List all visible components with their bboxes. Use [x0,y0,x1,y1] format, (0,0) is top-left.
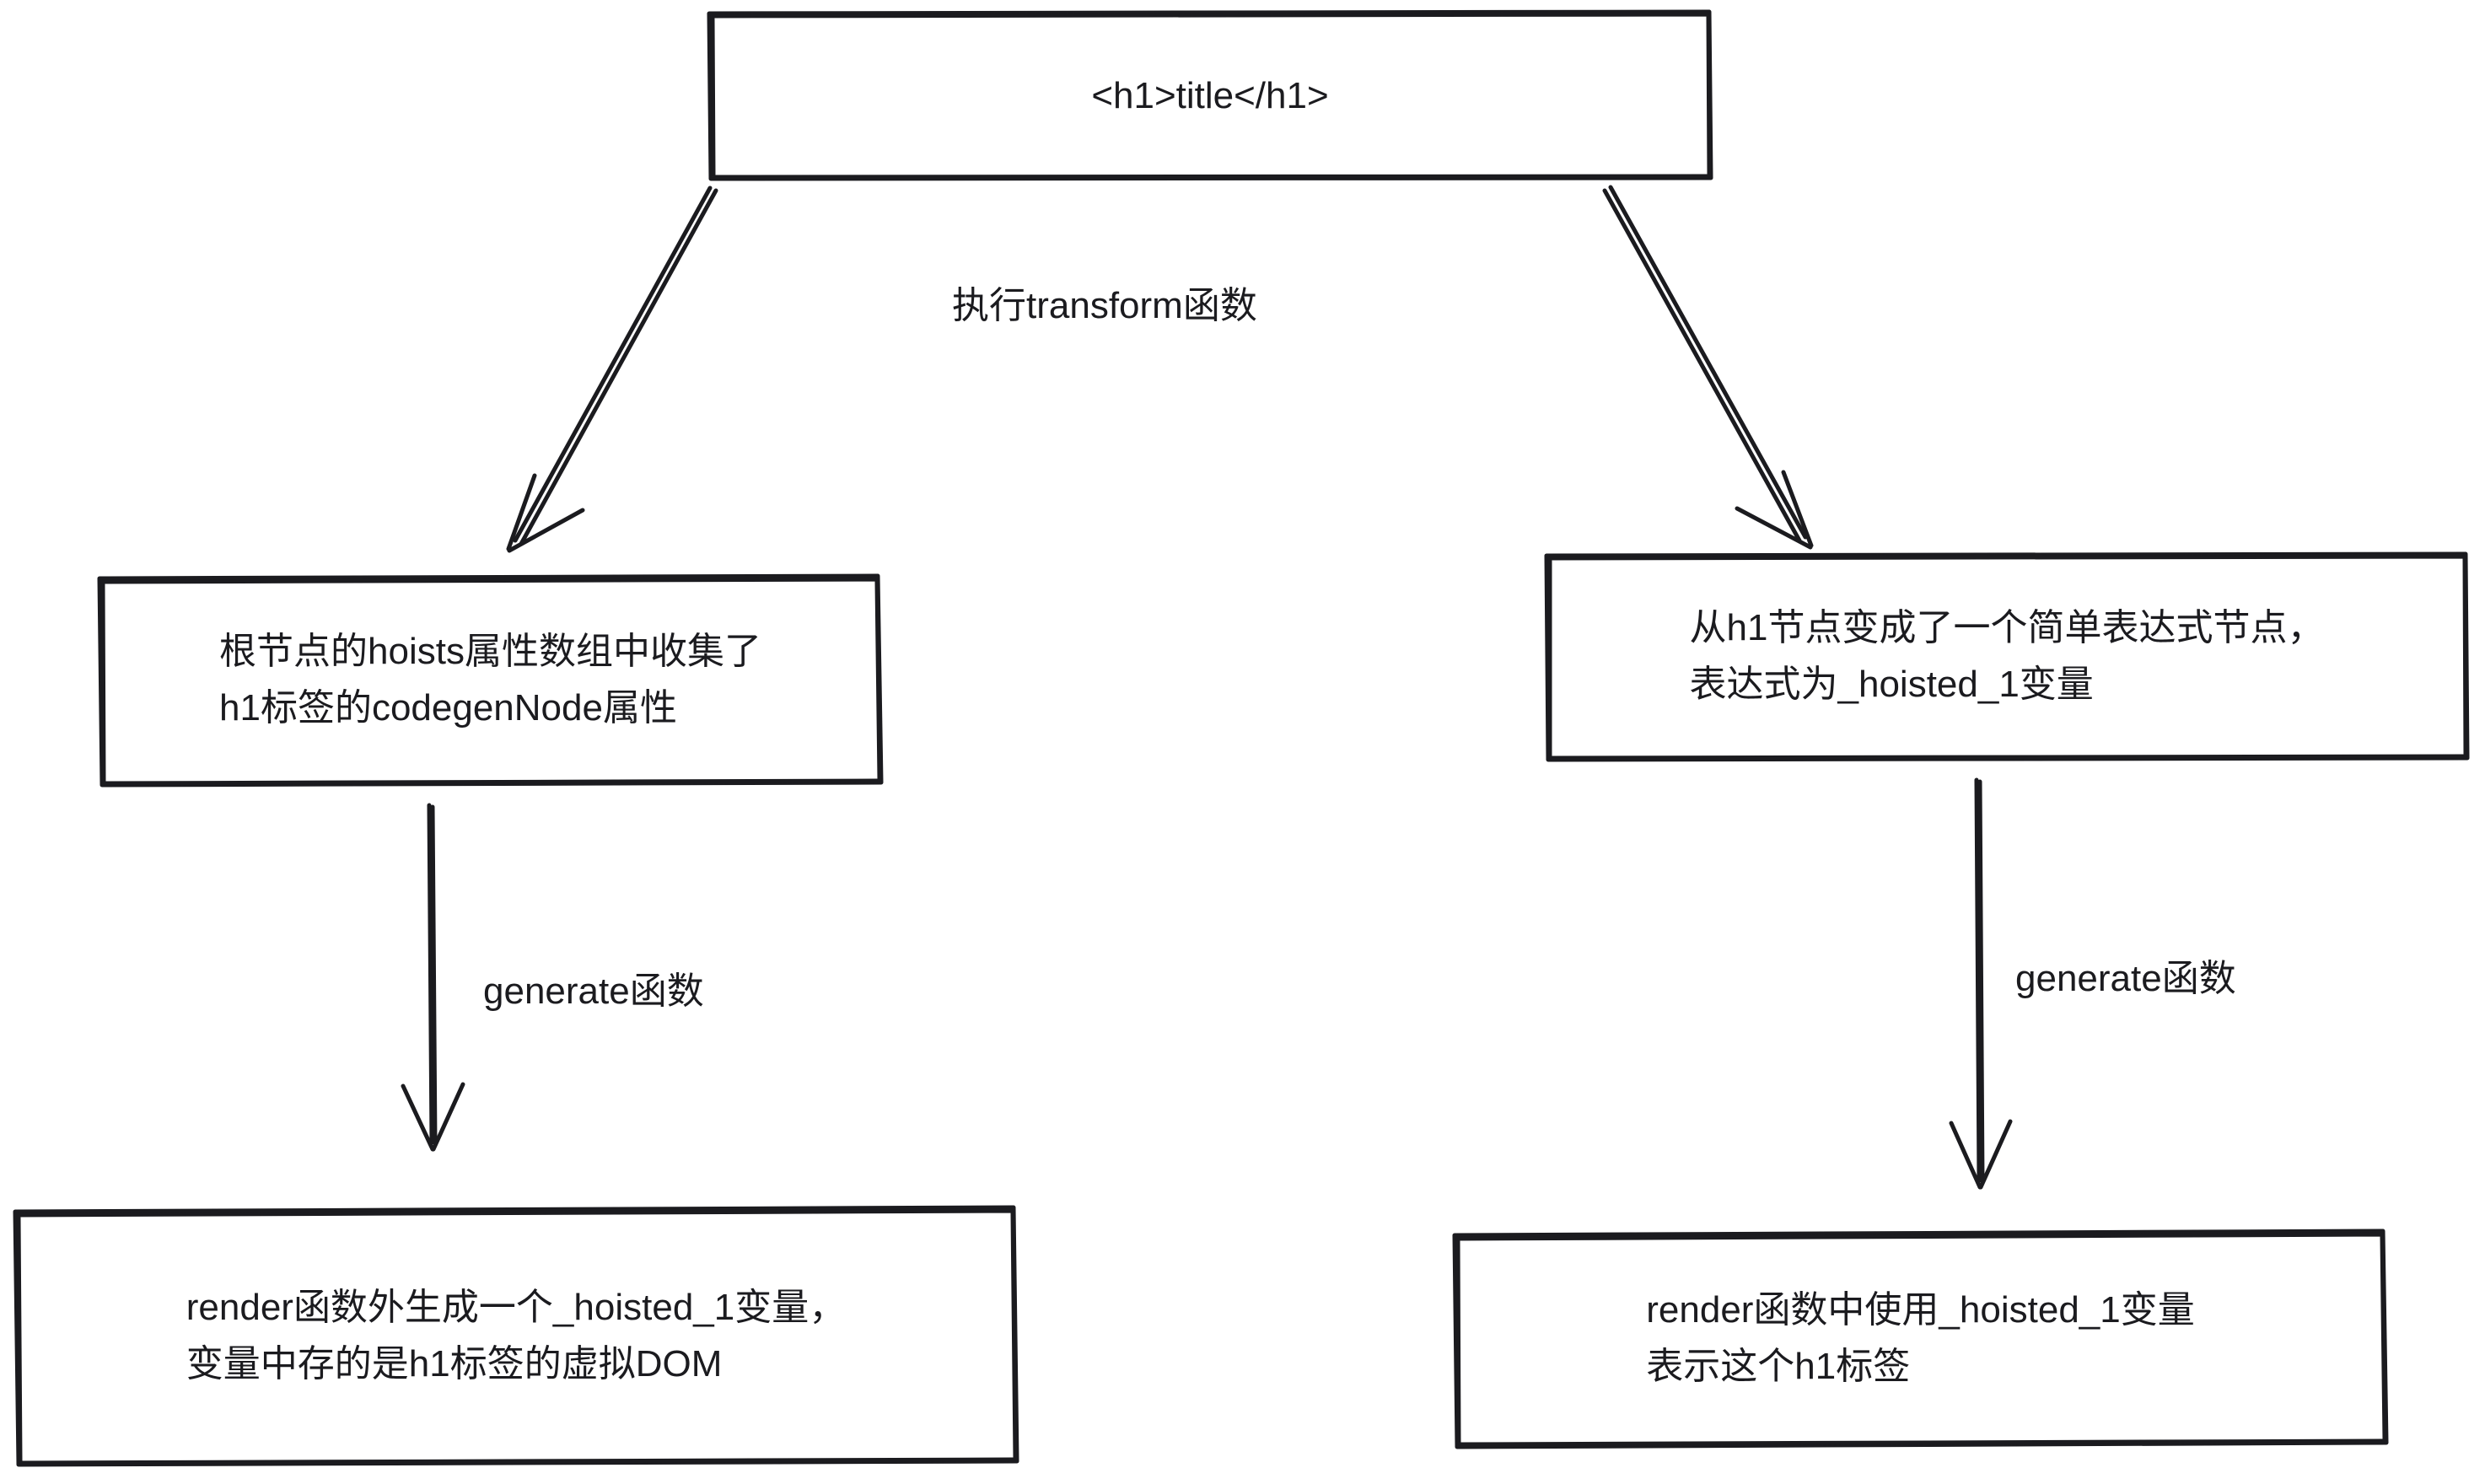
edge-label-transform: 执行transform函数 [952,285,1257,326]
arrow-transform-right [1602,185,1814,550]
node-render-inside-label: render函数中使用_hoisted_1变量 表示这个h1标签 [1646,1289,2195,1387]
node-render-outside[interactable]: render函数外生成一个_hoisted_1变量， 变量中存的是h1标签的虚拟… [15,1207,1017,1465]
node-simple-expression-label: 从h1节点变成了一个简单表达式节点， 表达式为_hoisted_1变量 [1689,607,2325,705]
edge-label-generate-left: generate函数 [483,971,704,1012]
node-source[interactable]: <h1>title</h1> [709,13,1711,179]
arrow-transform-left [506,186,718,553]
edge-label-generate-right: generate函数 [2015,958,2236,999]
node-render-outside-label: render函数外生成一个_hoisted_1变量， 变量中存的是h1标签的虚拟… [186,1286,847,1385]
node-source-label: <h1>title</h1> [1091,74,1329,116]
node-hoists-collect-label: 根节点的hoists属性数组中收集了 h1标签的codegenNode属性 [219,631,761,729]
node-hoists-collect[interactable]: 根节点的hoists属性数组中收集了 h1标签的codegenNode属性 [100,576,881,785]
node-render-inside[interactable]: render函数中使用_hoisted_1变量 表示这个h1标签 [1455,1231,2386,1447]
node-simple-expression[interactable]: 从h1节点变成了一个简单表达式节点， 表达式为_hoisted_1变量 [1546,554,2467,760]
arrow-generate-right [1949,777,2013,1190]
arrow-generate-left [401,803,465,1152]
